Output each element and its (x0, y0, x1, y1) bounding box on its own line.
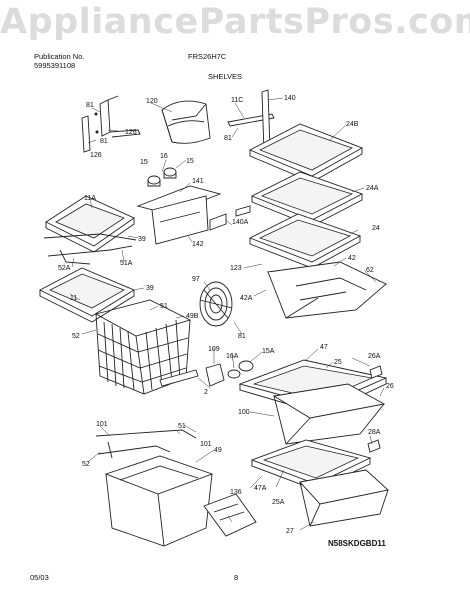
callout-142: 142 (192, 241, 204, 248)
diagram-code: N58SKDGBD11 (328, 539, 386, 548)
callout-51a: 51A (120, 260, 133, 267)
drawer-frame-26 (272, 383, 386, 445)
hinge-bracket-part (81, 95, 141, 153)
callout-141: 141 (192, 178, 204, 185)
lower-slide-rail-part (95, 429, 197, 459)
callout-11a: 11A (84, 195, 96, 202)
callout-81-c: 81 (224, 135, 232, 142)
callout-47a: 47A (254, 485, 267, 492)
publication-label: Publication No. (34, 52, 85, 61)
bin-cover-part (203, 493, 257, 537)
callout-42: 42 (348, 255, 356, 262)
page-number: 8 (234, 573, 239, 582)
model-number: FRS26H7C (188, 52, 227, 61)
callout-51-c: 51 (178, 423, 186, 430)
callout-25a: 25A (272, 499, 285, 506)
glass-shelf-24a (250, 171, 364, 227)
callout-52-c: 52 (82, 461, 90, 468)
callout-100: 100 (238, 409, 250, 416)
callout-123: 123 (230, 265, 242, 272)
callout-140a: 140A (232, 219, 249, 226)
freezer-shelf-11a (45, 195, 135, 253)
publication-date: 05/03 (30, 573, 49, 582)
callout-101-b: 101 (200, 441, 212, 448)
callout-15-b: 15 (186, 158, 194, 165)
callout-49b: 49B (186, 313, 199, 320)
callout-16a: 16A (226, 353, 239, 360)
callout-2: 2 (204, 389, 208, 396)
glass-shelf-24b (248, 123, 364, 183)
callout-97: 97 (192, 276, 200, 283)
glass-shelf-24 (248, 213, 362, 269)
callout-11c: 11C (231, 97, 243, 104)
callout-52: 52 (72, 333, 80, 340)
callout-49: 49 (214, 447, 222, 454)
slide-rail-part (159, 369, 199, 387)
roller-part (147, 167, 177, 187)
callout-11: 11 (70, 295, 77, 302)
callout-126: 126 (125, 129, 137, 136)
callout-25: 25 (334, 359, 342, 366)
light-cover-part (205, 360, 254, 387)
callout-15a: 15A (262, 348, 275, 355)
callout-126-b: 126 (90, 152, 102, 159)
callout-81-b: 81 (100, 138, 108, 145)
callout-47: 47 (320, 344, 328, 351)
callout-81-d: 81 (238, 333, 246, 340)
callout-136: 136 (230, 489, 242, 496)
crisper-drawer-part (266, 261, 388, 319)
fan-guard-part (199, 281, 233, 327)
callout-39-b: 39 (146, 285, 154, 292)
callout-62: 62 (366, 267, 374, 274)
shelf-frame-part (43, 233, 137, 265)
cover-part (209, 205, 251, 231)
callout-51: 51 (160, 303, 168, 310)
callout-27: 27 (286, 528, 294, 535)
callout-28a: 28A (368, 429, 381, 436)
callout-42a: 42A (240, 295, 253, 302)
callout-52a: 52A (58, 265, 71, 272)
callout-109: 109 (208, 346, 220, 353)
callout-26a: 26A (368, 353, 381, 360)
callout-120: 120 (146, 98, 158, 105)
callout-39: 39 (138, 236, 146, 243)
door-bin-part (161, 100, 211, 144)
callout-15: 15 (140, 159, 148, 166)
lower-pan-cover-part (250, 439, 372, 491)
freezer-shelf-11 (39, 267, 135, 323)
deli-shelf-part (136, 185, 222, 245)
callout-16: 16 (160, 153, 168, 160)
lower-drawer-27 (299, 469, 389, 527)
section-title: SHELVES (208, 72, 243, 81)
callout-101: 101 (96, 421, 108, 428)
callout-24b: 24B (346, 121, 359, 128)
callout-81: 81 (86, 102, 94, 109)
callout-24a: 24A (366, 185, 379, 192)
leader-lines (69, 97, 385, 531)
callout-26: 26 (386, 383, 394, 390)
callout-140: 140 (284, 95, 296, 102)
wire-basket-part (94, 299, 192, 395)
freezer-bin-part (104, 455, 214, 547)
watermark: AppliancePartsPros.com (0, 2, 470, 42)
latch-part (367, 365, 383, 453)
publication-number: 5995391108 (34, 61, 76, 70)
callout-24: 24 (372, 225, 380, 232)
